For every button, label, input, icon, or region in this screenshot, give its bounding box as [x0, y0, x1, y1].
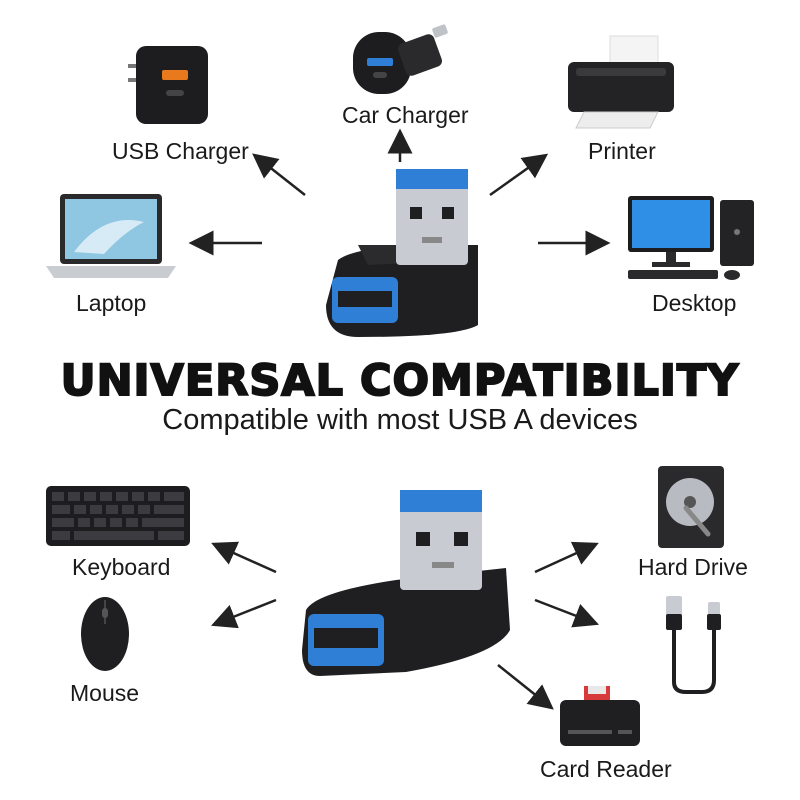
- arrow-to-mouse: [211, 598, 277, 629]
- car-charger-label: Car Charger: [342, 102, 469, 128]
- headline: UNIVERSAL COMPATIBILITY: [60, 355, 740, 407]
- mouse-label: Mouse: [70, 680, 140, 706]
- printer-icon: [568, 35, 674, 129]
- arrow-to-keyboard: [211, 541, 277, 574]
- card-reader-icon: [560, 686, 640, 746]
- laptop-icon: [46, 194, 176, 278]
- desktop-icon: [628, 196, 754, 280]
- hard-drive-icon: [658, 466, 724, 548]
- arrow-to-usb-charger: [252, 153, 306, 196]
- car-charger-icon: [353, 24, 448, 94]
- printer-label: Printer: [588, 138, 656, 164]
- bottom-adapter-icon: [302, 490, 510, 676]
- desktop-label: Desktop: [652, 290, 737, 316]
- keyboard-icon: [46, 486, 190, 546]
- arrow-to-card-reader: [497, 664, 554, 710]
- mouse-icon: [81, 597, 129, 671]
- arrow-to-cable: [534, 598, 599, 628]
- subtitle: Compatible with most USB A devices: [162, 404, 638, 436]
- usb-charger-label: USB Charger: [112, 138, 249, 164]
- arrow-to-printer: [489, 153, 549, 197]
- hard-drive-label: Hard Drive: [638, 554, 748, 580]
- keyboard-label: Keyboard: [72, 554, 171, 580]
- top-adapter-icon: [326, 169, 478, 337]
- usb-charger-icon: [128, 46, 208, 124]
- card-reader-label: Card Reader: [540, 756, 672, 782]
- arrow-to-hard-drive: [534, 541, 599, 574]
- usb-cable-icon: [666, 596, 721, 694]
- laptop-label: Laptop: [76, 290, 147, 316]
